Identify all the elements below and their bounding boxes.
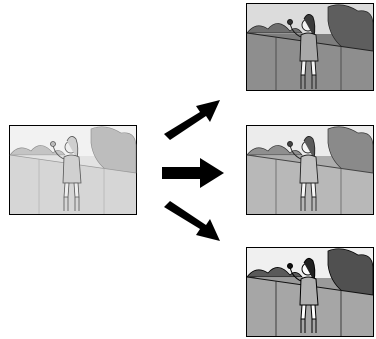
arrow-right <box>162 158 224 188</box>
output-image-3 <box>246 247 374 337</box>
arrow-up-right <box>164 100 220 140</box>
arrow-down-right <box>164 201 220 241</box>
output-image-2 <box>246 125 374 215</box>
output-image-1 <box>246 3 374 91</box>
input-image <box>9 125 137 215</box>
